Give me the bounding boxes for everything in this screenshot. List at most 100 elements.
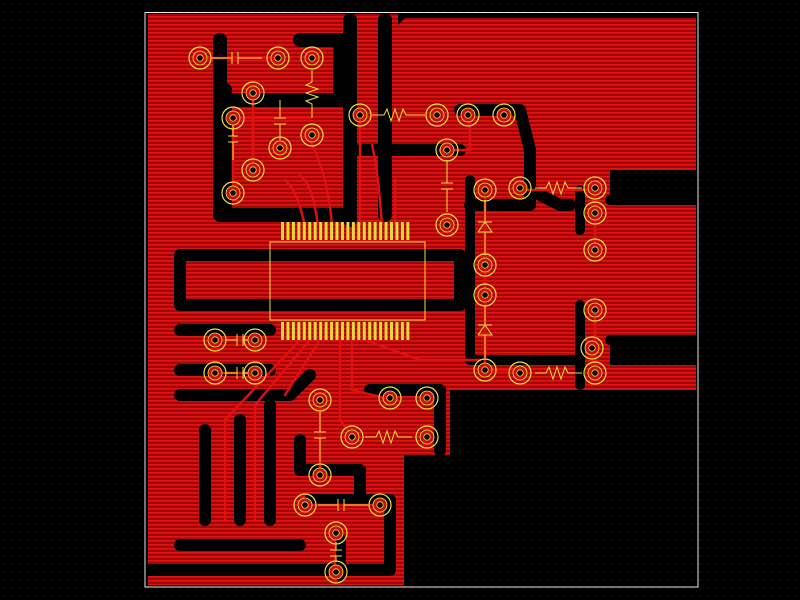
ic-pin-bottom[interactable]	[400, 322, 404, 340]
through-hole-pad[interactable]	[508, 361, 532, 385]
resistor-r1[interactable]	[304, 70, 320, 118]
ic-pin-top[interactable]	[324, 222, 328, 240]
ic-pin-top[interactable]	[335, 222, 339, 240]
resistor-r4[interactable]	[535, 365, 582, 381]
through-hole-pad[interactable]	[435, 138, 459, 162]
through-hole-pad[interactable]	[348, 103, 372, 127]
ic-pin-top[interactable]	[297, 222, 301, 240]
ic-pin-top[interactable]	[286, 222, 290, 240]
through-hole-pad[interactable]	[300, 123, 324, 147]
through-hole-pad[interactable]	[293, 493, 317, 517]
through-hole-pad[interactable]	[188, 46, 212, 70]
through-hole-pad[interactable]	[243, 361, 267, 385]
ic-pin-top[interactable]	[395, 222, 399, 240]
ic-pin-bottom[interactable]	[281, 322, 284, 340]
diode-d2[interactable]	[477, 305, 493, 358]
capacitor-c4[interactable]	[441, 160, 453, 212]
through-hole-pad[interactable]	[415, 425, 439, 449]
ic-pin-top[interactable]	[346, 222, 350, 240]
ic-pin-top[interactable]	[313, 222, 317, 240]
resistor-r2[interactable]	[372, 107, 425, 123]
capacitor-c7[interactable]	[314, 412, 326, 462]
ic-pin-top[interactable]	[319, 222, 323, 240]
through-hole-pad[interactable]	[308, 463, 332, 487]
through-hole-pad[interactable]	[266, 46, 290, 70]
through-hole-pad[interactable]	[324, 560, 348, 584]
through-hole-pad[interactable]	[456, 103, 480, 127]
through-hole-pad[interactable]	[583, 361, 607, 385]
ic-pin-bottom[interactable]	[319, 322, 323, 340]
ic-pin-top[interactable]	[368, 222, 372, 240]
through-hole-pad[interactable]	[425, 103, 449, 127]
ic-pin-top[interactable]	[400, 222, 404, 240]
ic-pin-top[interactable]	[357, 222, 361, 240]
ic-pin-top[interactable]	[384, 222, 388, 240]
through-hole-pad[interactable]	[221, 181, 245, 205]
resistor-r5[interactable]	[365, 429, 412, 445]
capacitor-c1[interactable]	[212, 52, 262, 64]
ic-pin-bottom[interactable]	[308, 322, 312, 340]
through-hole-pad[interactable]	[300, 46, 324, 70]
ic-pin-bottom[interactable]	[335, 322, 339, 340]
ic-pin-top[interactable]	[406, 222, 410, 240]
ic-pin-bottom[interactable]	[297, 322, 301, 340]
through-hole-pad[interactable]	[221, 106, 245, 130]
through-hole-pad[interactable]	[203, 361, 227, 385]
through-hole-pad[interactable]	[324, 521, 348, 545]
through-hole-pad[interactable]	[241, 158, 265, 182]
capacitor-c6[interactable]	[225, 367, 252, 379]
ic-pin-bottom[interactable]	[373, 322, 377, 340]
through-hole-pad[interactable]	[308, 388, 332, 412]
ic-pin-top[interactable]	[302, 222, 306, 240]
through-hole-pad[interactable]	[268, 136, 292, 160]
through-hole-pad[interactable]	[241, 81, 265, 105]
ic-pin-top[interactable]	[340, 222, 344, 240]
through-hole-pad[interactable]	[492, 103, 516, 127]
through-hole-pad[interactable]	[473, 178, 497, 202]
through-hole-pad[interactable]	[580, 336, 604, 360]
ic-pin-bottom[interactable]	[302, 322, 306, 340]
through-hole-pad[interactable]	[203, 328, 227, 352]
ic-pin-top[interactable]	[390, 222, 393, 240]
through-hole-pad[interactable]	[583, 176, 607, 200]
through-hole-pad[interactable]	[583, 201, 607, 225]
ic-pin-top[interactable]	[291, 222, 295, 240]
ic-pin-bottom[interactable]	[368, 322, 372, 340]
through-hole-pad[interactable]	[473, 358, 497, 382]
ic-pin-bottom[interactable]	[346, 322, 350, 340]
through-hole-pad[interactable]	[340, 425, 364, 449]
through-hole-pad[interactable]	[583, 238, 607, 262]
ic-pin-bottom[interactable]	[286, 322, 290, 340]
through-hole-pad[interactable]	[368, 493, 392, 517]
ic-pin-top[interactable]	[373, 222, 377, 240]
ic-pin-bottom[interactable]	[324, 322, 328, 340]
capacitor-c8[interactable]	[318, 499, 368, 511]
through-hole-pad[interactable]	[243, 328, 267, 352]
ic-pin-bottom[interactable]	[340, 322, 344, 340]
ic-pin-top[interactable]	[308, 222, 312, 240]
through-hole-pad[interactable]	[378, 386, 402, 410]
ic-pin-top[interactable]	[362, 222, 366, 240]
ic-pin-top[interactable]	[281, 222, 284, 240]
capacitor-c2[interactable]	[228, 125, 238, 160]
ic-pin-bottom[interactable]	[384, 322, 388, 340]
ic-pin-bottom[interactable]	[362, 322, 366, 340]
ic-pin-top[interactable]	[379, 222, 383, 240]
capacitor-c9[interactable]	[330, 542, 342, 562]
capacitor-c3[interactable]	[274, 100, 286, 140]
through-hole-pad[interactable]	[583, 298, 607, 322]
ic-u1[interactable]	[269, 222, 426, 340]
ic-pin-bottom[interactable]	[313, 322, 317, 340]
ic-pin-bottom[interactable]	[330, 322, 334, 340]
diode-d1[interactable]	[477, 200, 493, 255]
ic-pin-bottom[interactable]	[357, 322, 361, 340]
through-hole-pad[interactable]	[508, 176, 532, 200]
ic-pin-bottom[interactable]	[379, 322, 383, 340]
ic-pin-bottom[interactable]	[390, 322, 393, 340]
ic-pin-bottom[interactable]	[351, 322, 355, 340]
ic-pin-bottom[interactable]	[395, 322, 399, 340]
through-hole-pad[interactable]	[415, 386, 439, 410]
through-hole-pad[interactable]	[473, 253, 497, 277]
capacitor-c5[interactable]	[225, 334, 252, 346]
